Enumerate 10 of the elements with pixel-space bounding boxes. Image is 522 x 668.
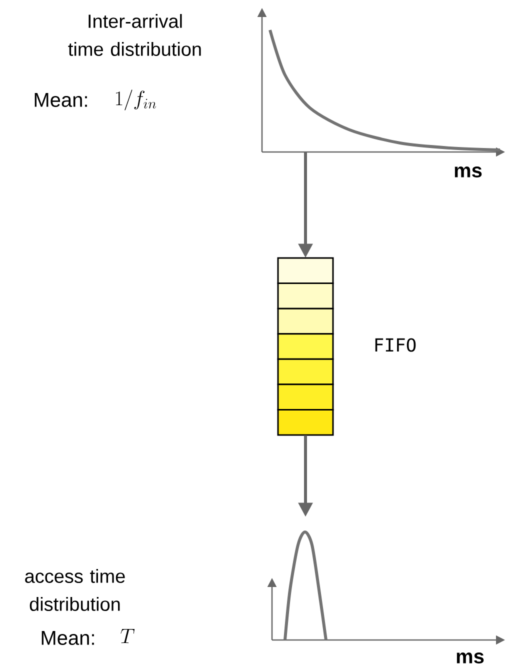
mean-formula: $1/f_{in}$ [116, 90, 156, 110]
chart-title: Inter-arrival time distribution [68, 14, 201, 56]
mean-label: Mean: [42, 631, 94, 645]
mean-formula: $T$ [120, 629, 135, 644]
chart-title: access time distribution [25, 569, 125, 611]
axis-label: ms [456, 652, 484, 664]
fifo-stack [277, 257, 334, 436]
axis-label: ms [454, 166, 482, 178]
mean-label: Mean: [34, 93, 87, 107]
fifo-label: FIFO [375, 338, 416, 352]
